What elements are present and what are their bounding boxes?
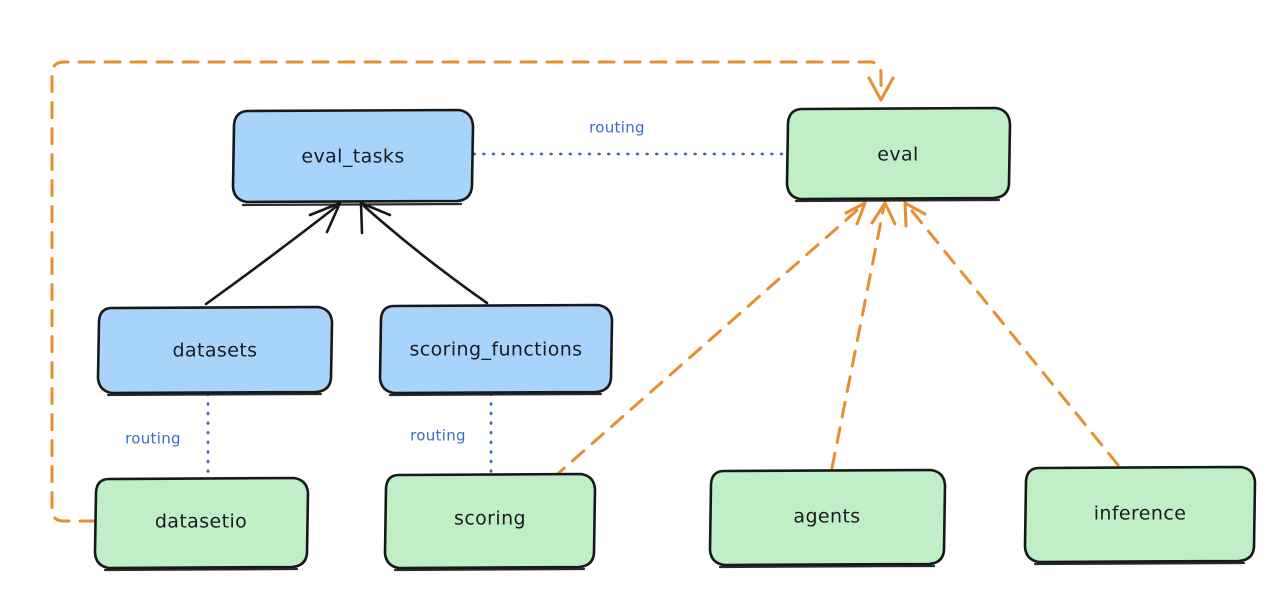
node-label-eval: eval xyxy=(877,144,918,166)
edge-scoring_functions-to-eval_tasks[interactable] xyxy=(359,201,489,305)
node-label-inference: inference xyxy=(1094,503,1187,525)
node-label-scoring_functions: scoring_functions xyxy=(410,339,583,361)
edge-layer xyxy=(50,60,1120,523)
node-label-agents: agents xyxy=(793,506,860,528)
node-label-datasets: datasets xyxy=(173,340,258,362)
node-scoring_functions[interactable]: scoring_functions xyxy=(378,303,614,397)
node-inference[interactable]: inference xyxy=(1023,465,1257,566)
edge-datasetio-to-eval[interactable] xyxy=(50,60,895,523)
edge-agents-to-eval[interactable] xyxy=(830,201,897,470)
node-label-scoring: scoring xyxy=(454,508,526,530)
edge-scoring-to-eval[interactable] xyxy=(551,201,867,480)
node-eval[interactable]: eval xyxy=(785,106,1012,203)
node-eval_tasks[interactable]: eval_tasks xyxy=(231,108,475,207)
edge-label-routing-scoring: routing xyxy=(410,427,466,445)
node-datasets[interactable]: datasets xyxy=(96,305,334,397)
edge-label-routing-datasetio: routing xyxy=(125,430,181,448)
node-label-eval_tasks: eval_tasks xyxy=(301,146,404,168)
edge-datasets-to-eval_tasks[interactable] xyxy=(204,201,342,306)
node-datasetio[interactable]: datasetio xyxy=(93,476,310,572)
node-scoring[interactable]: scoring xyxy=(383,472,597,572)
edge-label-layer: routing routing routing xyxy=(125,119,645,448)
edge-label-routing-eval: routing xyxy=(589,119,645,137)
node-layer: eval_tasks eval datasets scoring_functio… xyxy=(93,106,1257,572)
edge-inference-to-eval[interactable] xyxy=(903,201,1120,467)
node-agents[interactable]: agents xyxy=(708,468,947,569)
node-label-datasetio: datasetio xyxy=(155,511,247,533)
